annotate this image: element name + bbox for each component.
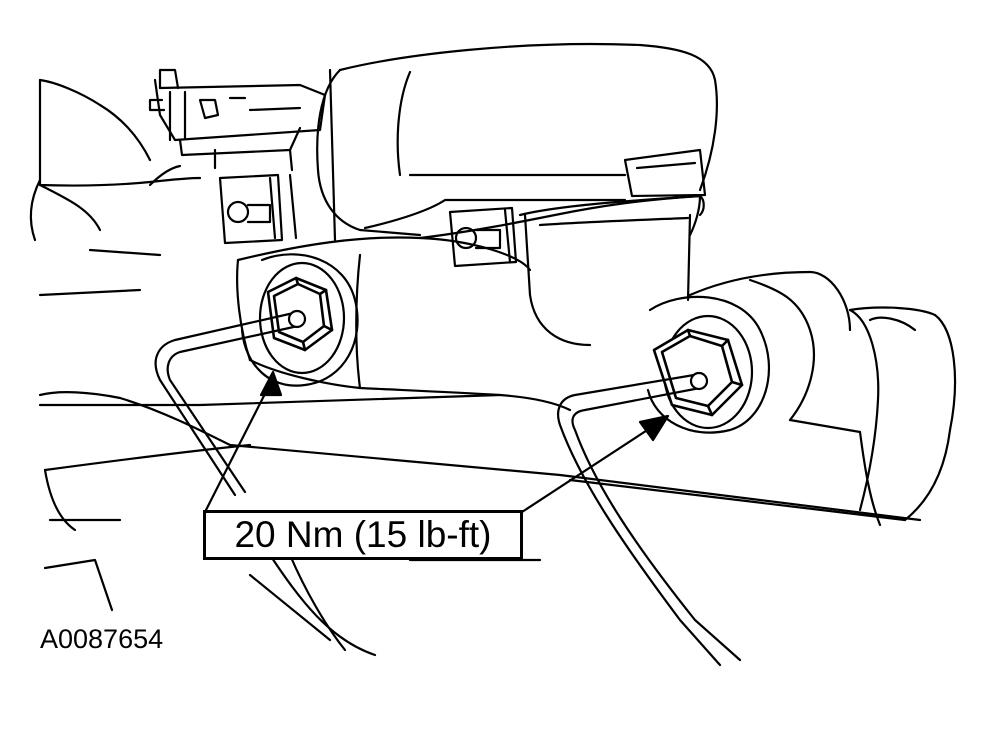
brake-line-left <box>154 309 307 497</box>
figure-id: A0087654 <box>40 624 164 654</box>
upper-mounting-bolt-left <box>218 173 298 245</box>
upper-mounting-bolt-right <box>448 206 518 268</box>
vehicle-frame-lines <box>29 178 922 657</box>
left-port-boss <box>240 253 359 387</box>
electrical-connector <box>148 68 327 172</box>
master-cylinder-body <box>236 236 957 527</box>
reservoir-assembly <box>38 42 718 242</box>
brake-line-right <box>557 371 742 667</box>
reservoir-neck <box>518 194 705 347</box>
torque-callout: 20 Nm (15 lb-ft) <box>203 510 523 560</box>
leader-arrow-right <box>520 414 670 514</box>
torque-label: 20 Nm (15 lb-ft) <box>234 514 492 555</box>
leader-arrow-left <box>203 370 283 514</box>
